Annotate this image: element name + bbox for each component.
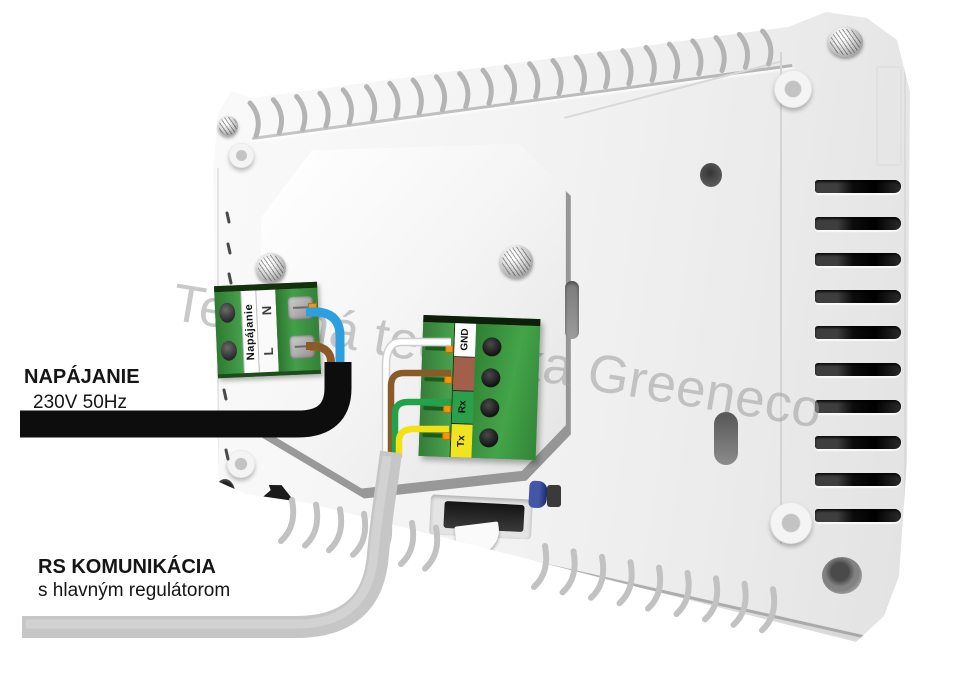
rs-cell-rx: Rx xyxy=(451,390,474,426)
mounting-hole-top-left xyxy=(229,143,254,168)
fin-icon xyxy=(278,497,297,544)
vent-slot xyxy=(815,436,901,450)
contact-brown xyxy=(444,375,453,385)
vent-slot xyxy=(815,472,901,486)
vent-slot xyxy=(815,216,901,230)
vent-slot xyxy=(815,289,901,303)
terminal-screw-hole xyxy=(482,337,502,357)
vent-slot xyxy=(815,363,901,376)
vent-slot xyxy=(815,180,901,193)
power-terminal-screw-column xyxy=(214,291,244,375)
terminal-screw-icon xyxy=(218,302,236,324)
screw-hole-bottom-left xyxy=(215,479,235,506)
latch-slot xyxy=(547,485,561,507)
fin-icon xyxy=(302,501,321,549)
rs-cell-brown xyxy=(452,356,476,392)
plate-screw-left-icon xyxy=(256,253,286,283)
pin-label-tx: Tx xyxy=(455,435,468,448)
terminal-screw-hole xyxy=(481,368,501,388)
vent-slot xyxy=(815,253,901,267)
screw-top-left-icon xyxy=(218,116,238,136)
screw-hole-bottom-right xyxy=(822,557,862,594)
power-annotation-subtitle: 230V 50Hz xyxy=(33,392,128,413)
power-terminal-block: Napájanie N L xyxy=(214,281,321,379)
rs-terminal-block: GND Rx Tx xyxy=(418,315,541,460)
rs-terminal-body xyxy=(471,323,541,460)
right-panel-edge xyxy=(780,52,782,544)
rs-cell-tx: Tx xyxy=(450,424,473,458)
contact-tx xyxy=(442,431,451,441)
screw-top-right-icon xyxy=(828,27,863,57)
panel-hole-top xyxy=(700,163,722,187)
vent-slot xyxy=(815,326,901,340)
comm-annotation-subtitle: s hlavným regulátorom xyxy=(38,580,231,601)
mounting-hole-top-right xyxy=(774,70,812,108)
terminal-screw-icon xyxy=(220,340,238,362)
power-terminal-clamp-column xyxy=(275,287,321,372)
snap-hook xyxy=(260,482,293,510)
mounting-hole-bottom-right xyxy=(770,502,812,544)
mounting-hole-bottom-left xyxy=(227,450,255,478)
top-edge-line xyxy=(252,63,793,140)
panel-slot-left xyxy=(565,281,579,339)
pin-label-rx: Rx xyxy=(457,400,469,414)
vent-slot xyxy=(815,399,901,413)
terminal-screw-hole xyxy=(479,398,500,418)
contact-gnd xyxy=(445,344,454,354)
power-annotation-title: NAPÁJANIE xyxy=(24,366,140,388)
pin-label-gnd: GND xyxy=(459,328,472,352)
terminal-screw-hole xyxy=(478,428,499,448)
contact-l xyxy=(309,341,319,352)
plate-screw-right-icon xyxy=(500,245,533,278)
contact-rx xyxy=(443,404,452,414)
contact-n xyxy=(307,302,318,313)
rs-cell-gnd: GND xyxy=(454,323,477,358)
panel-slot-bottom xyxy=(714,412,738,465)
right-body-edge xyxy=(904,62,906,588)
fin-icon xyxy=(326,506,345,554)
vent-slot xyxy=(815,509,901,523)
snap-tab xyxy=(454,521,502,557)
blue-latch-clip xyxy=(528,480,548,509)
fin-icon xyxy=(350,510,369,558)
fin-icon xyxy=(374,515,393,563)
side-tab-outline xyxy=(876,66,902,166)
rs-terminal-clamp-column xyxy=(418,321,455,457)
comm-annotation-title: RS KOMUNIKÁCIA xyxy=(38,556,216,578)
